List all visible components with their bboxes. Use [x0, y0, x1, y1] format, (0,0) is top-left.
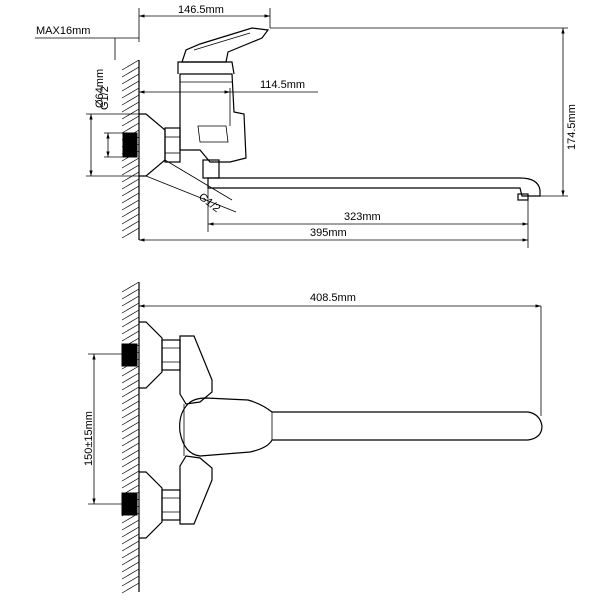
hatch-line — [121, 393, 140, 405]
hatch-line — [121, 122, 140, 134]
hatch-line — [121, 575, 140, 587]
mixer-body — [179, 73, 247, 163]
dim-174-5-label: 174.5mm — [566, 104, 578, 150]
hatch-line — [121, 281, 140, 293]
hatch-line — [121, 477, 140, 489]
hatch-line — [121, 379, 140, 391]
hatch-line — [121, 206, 140, 218]
dim-114-5: 114.5mm — [139, 79, 318, 126]
hatch-line — [121, 164, 140, 176]
hatch-line — [121, 526, 140, 538]
hatch-line — [121, 414, 140, 426]
dim-395-label: 395mm — [310, 227, 347, 239]
hatch-line — [121, 435, 140, 447]
hatch-line — [121, 302, 140, 314]
escutcheon-upper — [139, 321, 163, 389]
lever-handle — [181, 27, 270, 63]
outlet-nozzle — [202, 159, 220, 179]
hatch-line — [121, 561, 140, 573]
hatch-line — [121, 59, 140, 71]
wall-pipe-lower-plan — [121, 492, 138, 516]
hatch-line — [121, 442, 140, 454]
hatch-line — [121, 157, 140, 169]
cartridge-cap — [177, 61, 235, 75]
escutcheon-lower — [139, 471, 163, 539]
hatch-line — [121, 185, 140, 197]
hatch-line — [121, 178, 140, 190]
hatch-line — [121, 428, 140, 440]
hatch-line — [121, 463, 140, 475]
eccentric-nut — [164, 127, 181, 163]
dim-max16: MAX16mm — [35, 25, 139, 60]
hatch-line — [121, 199, 140, 211]
hatch-line — [121, 220, 140, 232]
hatch-line — [121, 94, 140, 106]
hatch-line — [121, 372, 140, 384]
hatch-line — [121, 400, 140, 412]
escutcheon — [139, 113, 166, 177]
dim-146-5: 146.5mm — [138, 4, 271, 42]
dim-150-label: 150±15mm — [83, 411, 95, 466]
mixer-body-plan — [179, 335, 213, 405]
dim-395: 395mm — [139, 227, 528, 242]
hatch-line — [121, 171, 140, 183]
dim-408-5: 408.5mm — [139, 292, 542, 416]
aerator — [517, 193, 529, 201]
hatch-line — [121, 421, 140, 433]
dim-174-5: 174.5mm — [270, 27, 578, 197]
wall-pipe-upper — [122, 132, 138, 158]
hatch-line — [121, 386, 140, 398]
wall-pipe-upper-plan — [121, 343, 138, 367]
dim-323: 323mm — [207, 188, 529, 248]
dim-g12-top-label: G1/2 — [99, 86, 111, 110]
dim-150: 150±15mm — [83, 353, 122, 505]
hatch-line — [121, 456, 140, 468]
dim-max16-label: MAX16mm — [36, 25, 90, 37]
wall-plan — [121, 281, 140, 594]
hatch-line — [121, 87, 140, 99]
dim-323-label: 323mm — [344, 211, 381, 223]
side-view: 146.5mm MAX16mm Ø64mm G1/2 114.5mm — [35, 4, 578, 248]
hatch-line — [121, 66, 140, 78]
dim-146-5-label: 146.5mm — [178, 4, 224, 16]
nut-upper — [161, 339, 181, 371]
hatch-line — [121, 213, 140, 225]
hatch-line — [121, 288, 140, 300]
dim-114-5-label: 114.5mm — [260, 79, 305, 91]
hatch-line — [121, 582, 140, 594]
hatch-line — [121, 316, 140, 328]
dim-g12-bottom-label: G1/2 — [196, 191, 222, 215]
hatch-line — [121, 330, 140, 342]
hatch-line — [121, 192, 140, 204]
hatch-line — [121, 115, 140, 127]
dim-g12-top: G1/2 — [99, 86, 123, 158]
hatch-line — [121, 73, 140, 85]
hatch-line — [121, 533, 140, 545]
handle-spout-plan — [179, 397, 543, 457]
nut-lower — [161, 489, 181, 521]
hatch-line — [121, 554, 140, 566]
dim-408-5-label: 408.5mm — [310, 292, 356, 304]
spout — [207, 177, 541, 197]
hatch-line — [121, 470, 140, 482]
hatch-line — [121, 365, 140, 377]
hatch-line — [121, 540, 140, 552]
hatch-line — [121, 449, 140, 461]
wall-hatching — [121, 281, 140, 594]
hatch-line — [121, 101, 140, 113]
hatch-line — [121, 519, 140, 531]
dim-diameter: Ø64mm — [86, 69, 146, 177]
plan-view: 408.5mm 150±15mm — [83, 281, 543, 594]
hatch-line — [121, 227, 140, 239]
hatch-line — [121, 309, 140, 321]
hatch-line — [121, 568, 140, 580]
hatch-line — [121, 407, 140, 419]
hatch-line — [121, 80, 140, 92]
hatch-line — [121, 323, 140, 335]
hatch-line — [121, 547, 140, 559]
hatch-line — [121, 295, 140, 307]
dim-diameter-label: Ø64mm — [94, 69, 106, 108]
